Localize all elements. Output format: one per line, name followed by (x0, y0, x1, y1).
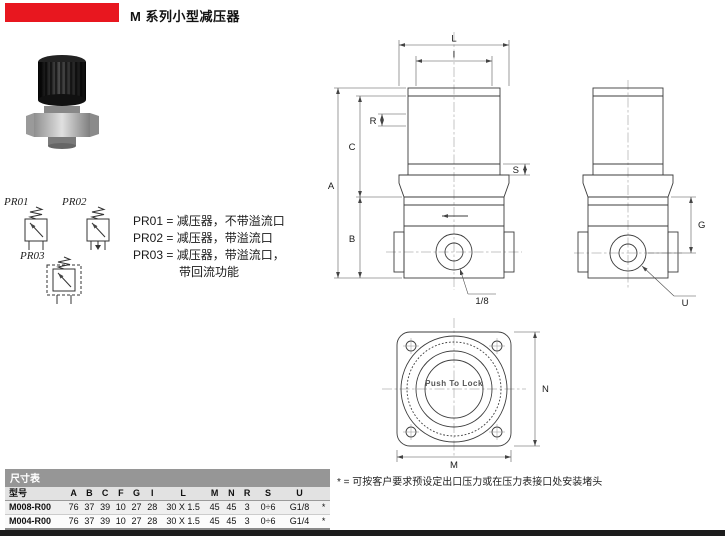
pr02-label: PR02 (62, 196, 87, 208)
table-row: M004-R00 76 37 39 10 27 28 30 X 1.5 45 4… (5, 514, 330, 529)
pr03-symbol-icon (46, 256, 82, 304)
header-cell: N (223, 487, 240, 501)
value-cell: 76 (68, 502, 79, 512)
side-view (574, 80, 682, 290)
footnote: * = 可按客户要求预设定出口压力或在压力表接口处安装堵头 (337, 477, 603, 488)
pr01-symbol-icon (24, 206, 48, 250)
header-cell: G (128, 487, 145, 501)
value-cell: 39 (100, 502, 111, 512)
value-cell: G1/8 (289, 502, 310, 512)
dimension-table: 尺寸表 型号 A B C F G I L M N R S (5, 469, 330, 530)
dim-label-C: C (349, 142, 356, 153)
side-view-dimensions: G U (641, 196, 705, 309)
header-cell: R (239, 487, 255, 501)
regulator-photo-knob (38, 55, 86, 113)
value-cell: 45 (226, 502, 237, 512)
front-view (386, 32, 522, 290)
desc-line-4: 带回流功能 (179, 265, 240, 279)
header-cell (317, 487, 330, 501)
header-cell: I (144, 487, 161, 501)
brand-logo (5, 3, 119, 22)
value-cell: 37 (84, 502, 95, 512)
header-cell: F (112, 487, 129, 501)
value-cell: 10 (115, 516, 126, 526)
model-cell: M004-R00 (9, 516, 52, 526)
value-cell: 27 (131, 516, 142, 526)
value-cell: 45 (209, 516, 220, 526)
front-view-dimensions: L I A C B R S 1/8 (328, 34, 530, 307)
dim-label-B: B (349, 234, 355, 245)
dimension-grid: 型号 A B C F G I L M N R S U M008-R00 76 3… (5, 487, 330, 530)
dim-label-N: N (542, 384, 549, 395)
value-cell: G1/4 (289, 516, 310, 526)
value-cell: 28 (147, 502, 158, 512)
desc-line-1: PR01 = 减压器，不带溢流口 (133, 214, 285, 228)
value-cell: 10 (115, 502, 126, 512)
value-cell: 45 (226, 516, 237, 526)
value-cell: 3 (244, 516, 250, 526)
footer-bar (0, 530, 725, 536)
value-cell: 28 (147, 516, 158, 526)
page-title: M 系列小型减压器 (130, 9, 240, 24)
pr02-symbol-icon (86, 206, 110, 250)
technical-drawing: L I A C B R S 1/8 (328, 32, 705, 471)
value-cell: 27 (131, 502, 142, 512)
bottom-view: Push To Lock (382, 318, 526, 456)
dim-label-I: I (453, 50, 456, 61)
dim-label-A: A (328, 181, 335, 192)
dim-label-L: L (451, 34, 456, 45)
header-cell-model: 型号 (5, 487, 66, 501)
value-cell: 0÷6 (260, 502, 276, 512)
symbol-descriptions: PR01 = 减压器，不带溢流口 PR02 = 减压器，带溢流口 PR03 = … (133, 213, 285, 281)
table-header-row: 型号 A B C F G I L M N R S U (5, 487, 330, 501)
value-cell: 37 (84, 516, 95, 526)
dim-label-R: R (370, 116, 377, 127)
value-cell: 0÷6 (260, 516, 276, 526)
dim-label-S: S (513, 165, 519, 176)
push-to-lock-label: Push To Lock (425, 379, 483, 388)
table-row: M008-R00 76 37 39 10 27 28 30 X 1.5 45 4… (5, 500, 330, 515)
header-cell: S (254, 487, 282, 501)
model-cell: M008-R00 (9, 502, 52, 512)
pr03-label: PR03 (20, 250, 45, 262)
dim-label-G: G (698, 220, 705, 231)
header-cell: C (97, 487, 113, 501)
value-cell: 76 (68, 516, 79, 526)
desc-line-2: PR02 = 减压器，带溢流口 (133, 231, 273, 245)
value-cell: * (321, 502, 326, 512)
header-cell: U (281, 487, 318, 501)
product-photo (26, 55, 99, 149)
table-title: 尺寸表 (5, 469, 330, 487)
port-size-label: 1/8 (475, 296, 488, 307)
header-cell: A (65, 487, 82, 501)
value-cell: * (321, 516, 326, 526)
value-cell: 30 X 1.5 (166, 516, 200, 526)
bottom-view-dimensions: M N (396, 331, 549, 471)
header-cell: M (206, 487, 223, 501)
value-cell: 45 (209, 502, 220, 512)
value-cell: 39 (100, 516, 111, 526)
pr01-label: PR01 (4, 196, 29, 208)
dim-label-M: M (450, 460, 458, 471)
desc-line-3: PR03 = 减压器，带溢流口， (133, 248, 285, 262)
regulator-photo-body (26, 113, 99, 149)
value-cell: 30 X 1.5 (166, 502, 200, 512)
header-cell: L (160, 487, 207, 501)
value-cell: 3 (244, 502, 250, 512)
dim-label-U: U (682, 298, 689, 309)
mounting-hole-centerlines (403, 338, 505, 440)
header-cell: B (81, 487, 98, 501)
